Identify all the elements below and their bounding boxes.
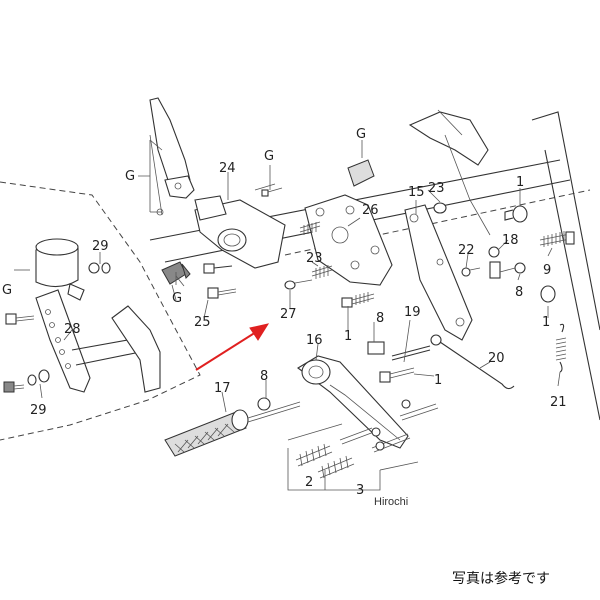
pin-3-upper <box>339 427 381 445</box>
label-g-top: G <box>264 149 274 164</box>
spring-bolt-9 <box>539 231 575 247</box>
nut-washer-29-upper <box>88 262 111 274</box>
label-8-mid: 8 <box>376 311 384 326</box>
rubber-bushing-g-1 <box>161 261 191 285</box>
left-assembly-outline <box>0 181 201 441</box>
label-20: 20 <box>488 351 505 366</box>
label-23-mid: 23 <box>306 251 323 266</box>
spring-bolt-23-left <box>299 221 321 235</box>
leader-lines <box>39 140 561 413</box>
label-23-right: 23 <box>428 181 445 196</box>
label-25: 25 <box>194 315 211 330</box>
bushing-18 <box>488 246 501 279</box>
collar-8-mid <box>367 341 385 355</box>
spring-2-lower <box>317 455 355 479</box>
link-plate-15 <box>404 204 473 341</box>
label-19: 19 <box>404 305 421 320</box>
spacer-1-right-lower <box>540 285 556 303</box>
collar-8-pedal <box>257 397 271 411</box>
label-g-bushing: G <box>172 291 182 306</box>
frame-fragment-top-right <box>408 109 491 236</box>
pin-3-right <box>399 399 439 421</box>
rod-19 <box>391 319 431 363</box>
mounting-plate-26 <box>304 194 393 286</box>
bolt-29-lower <box>3 369 50 393</box>
label-15: 15 <box>408 185 425 200</box>
link-rod-20 <box>430 334 515 390</box>
screw-22 <box>461 267 481 277</box>
label-28: 28 <box>64 322 81 337</box>
label-29-bottom: 29 <box>30 403 47 418</box>
label-8-right: 8 <box>515 285 523 300</box>
left-frame-strut <box>111 305 161 393</box>
red-pointer-arrow <box>195 323 270 371</box>
label-1-top: 1 <box>516 175 524 190</box>
bolt-1-mid <box>341 292 375 308</box>
label-26: 26 <box>362 203 379 218</box>
label-21: 21 <box>550 395 567 410</box>
pedal-arm-16 <box>297 355 409 449</box>
label-g-top-left: G <box>125 169 135 184</box>
g-bracket-lines <box>14 139 163 271</box>
pin-3-lower <box>371 433 411 453</box>
footrest-bracket-24 <box>194 183 286 269</box>
label-1-right: 1 <box>542 315 550 330</box>
collar-8-right <box>499 262 526 274</box>
label-g-left-reservoir: G <box>2 283 12 298</box>
washer-23-right <box>433 202 447 214</box>
frame-bracket-top <box>149 97 195 216</box>
label-27: 27 <box>280 307 297 322</box>
label-16: 16 <box>306 333 323 348</box>
label-1-lower: 1 <box>434 373 442 388</box>
spacer-1-right-upper <box>504 205 528 223</box>
label-g-upper-mid: G <box>356 127 366 142</box>
rubber-bushing-g-2 <box>347 159 375 187</box>
reference-photo-caption: 写真は参考です <box>452 571 550 587</box>
label-3: 3 <box>356 483 364 498</box>
screw-27 <box>284 279 313 290</box>
label-18: 18 <box>502 233 519 248</box>
bolt-g-upper <box>261 187 283 197</box>
bolt-g-lower-left <box>5 313 35 325</box>
foot-peg-17 <box>164 401 301 457</box>
return-spring-21 <box>555 323 567 373</box>
label-9: 9 <box>543 263 551 278</box>
watermark-text: Hirochi <box>374 496 408 508</box>
footrest-plate-28 <box>35 289 151 393</box>
bolt-1-lower <box>379 367 415 383</box>
label-8-pedal: 8 <box>260 369 268 384</box>
group-bracket-2-3 <box>287 423 419 491</box>
spring-2-upper <box>295 443 333 467</box>
label-29-top: 29 <box>92 239 109 254</box>
label-2: 2 <box>305 475 313 490</box>
label-24: 24 <box>219 161 236 176</box>
bolt-25 <box>203 263 237 299</box>
label-17: 17 <box>214 381 231 396</box>
reservoir-cup-left <box>35 238 85 301</box>
label-1-mid: 1 <box>344 329 352 344</box>
label-22: 22 <box>458 243 475 258</box>
frame-tube-right <box>531 111 600 421</box>
spring-bolt-23-mid <box>311 265 333 279</box>
